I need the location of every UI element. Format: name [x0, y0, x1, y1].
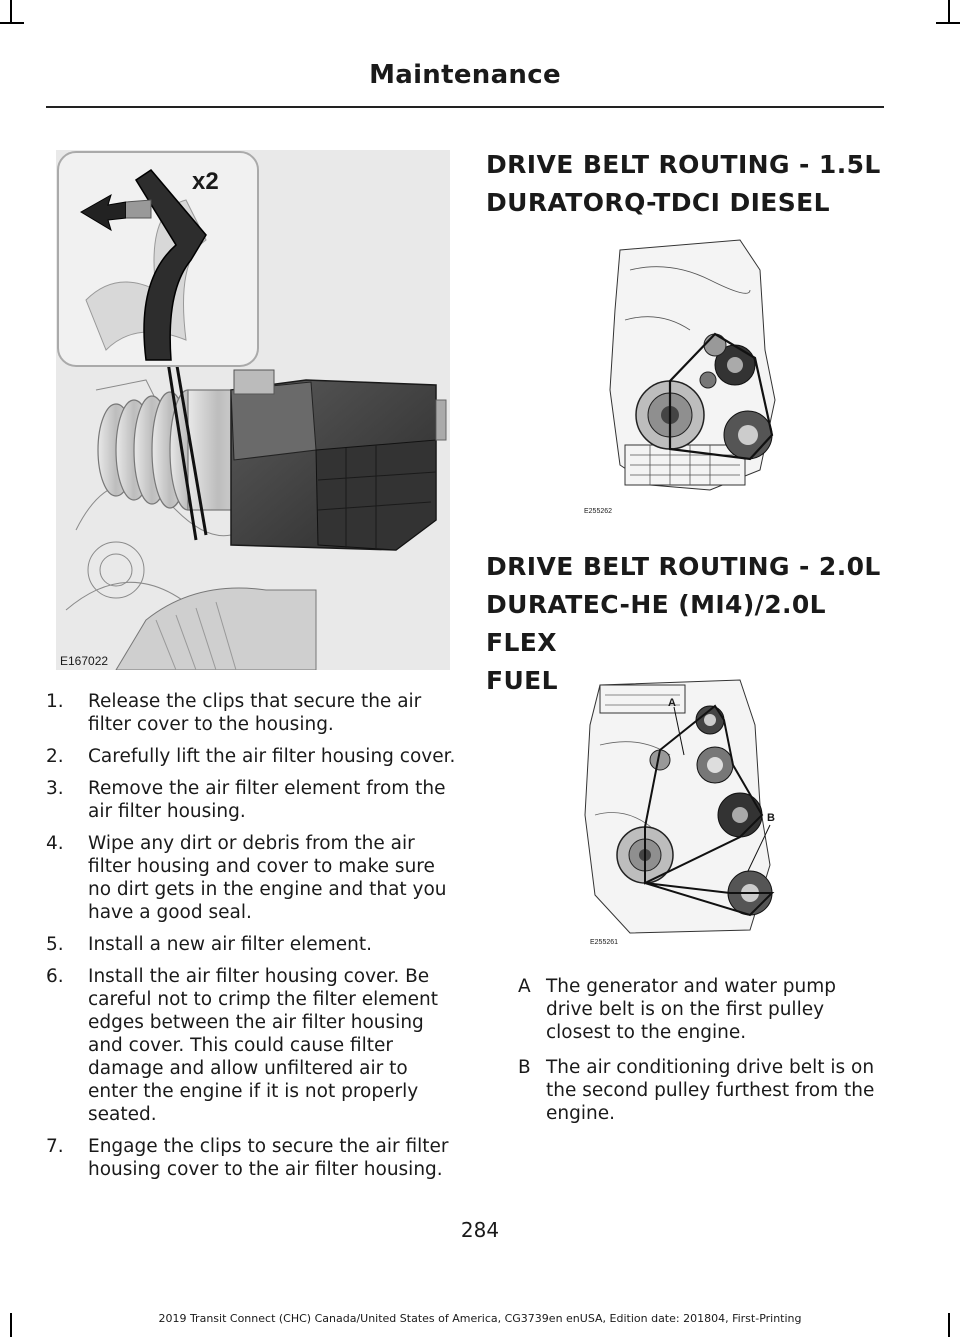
page-title: Maintenance — [369, 60, 561, 90]
crop-mark — [10, 0, 12, 24]
figure-legend: A The generator and water pump drive bel… — [486, 975, 886, 1137]
list-item: 2. Carefully lift the air filter housing… — [46, 745, 458, 768]
legend-text: The generator and water pump drive belt … — [546, 976, 837, 1043]
figure-badge: x2 — [192, 168, 219, 195]
step-number: 3. — [46, 778, 64, 799]
step-number: 5. — [46, 934, 64, 955]
step-text: Engage the clips to secure the air filte… — [88, 1136, 449, 1180]
list-item: 4. Wipe any dirt or debris from the air … — [46, 832, 458, 924]
list-item: 3. Remove the air filter element from th… — [46, 777, 458, 823]
legend-key: A — [518, 976, 531, 997]
footer-text: 2019 Transit Connect (CHC) Canada/United… — [158, 1312, 802, 1325]
list-item: 6. Install the air filter housing cover.… — [46, 965, 458, 1126]
section-heading-line: DRIVE BELT ROUTING - 1.5L — [486, 150, 881, 179]
air-filter-figure: x2 E167022 — [56, 150, 450, 670]
header-divider — [46, 106, 884, 108]
step-text: Install a new air filter element. — [88, 934, 372, 955]
list-item: 1. Release the clips that secure the air… — [46, 690, 458, 736]
legend-key: B — [518, 1057, 531, 1078]
section-heading: DRIVE BELT ROUTING - 1.5L DURATORQ-TDCI … — [486, 146, 886, 222]
engine-diagram-diesel: E255262 — [584, 230, 780, 520]
page-number: 284 — [460, 1218, 500, 1242]
section-heading-line: DURATEC-HE (MI4)/2.0L FLEX — [486, 590, 827, 657]
callout-label-b: B — [767, 812, 775, 824]
step-number: 7. — [46, 1136, 64, 1157]
crop-mark — [948, 1313, 950, 1337]
section-heading-line: DURATORQ-TDCI DIESEL — [486, 188, 830, 217]
crop-mark — [0, 22, 24, 24]
crop-mark — [936, 22, 960, 24]
legend-item: B The air conditioning drive belt is on … — [486, 1056, 886, 1125]
crop-mark — [948, 0, 950, 24]
figure-code: E255261 — [590, 939, 619, 946]
instruction-list: 1. Release the clips that secure the air… — [46, 690, 458, 1190]
step-number: 6. — [46, 966, 64, 987]
step-number: 2. — [46, 746, 64, 767]
list-item: 7. Engage the clips to secure the air fi… — [46, 1135, 458, 1181]
step-number: 4. — [46, 833, 64, 854]
step-number: 1. — [46, 691, 64, 712]
step-text: Carefully lift the air filter housing co… — [88, 746, 456, 767]
step-text: Install the air filter housing cover. Be… — [88, 966, 438, 1125]
section-heading-line: DRIVE BELT ROUTING - 2.0L — [486, 552, 881, 581]
legend-text: The air conditioning drive belt is on th… — [546, 1057, 875, 1124]
section-heading: DRIVE BELT ROUTING - 2.0L DURATEC-HE (MI… — [486, 548, 886, 700]
callout-label-a: A — [668, 697, 676, 709]
legend-item: A The generator and water pump drive bel… — [486, 975, 886, 1044]
figure-code: E255262 — [584, 508, 613, 515]
figure-code: E167022 — [60, 654, 109, 668]
step-text: Wipe any dirt or debris from the air fil… — [88, 833, 447, 923]
engine-diagram-petrol: A B E255261 — [570, 665, 790, 950]
section-heading-line: FUEL — [486, 666, 558, 695]
crop-mark — [10, 1313, 12, 1337]
list-item: 5. Install a new air filter element. — [46, 933, 458, 956]
step-text: Remove the air filter element from the a… — [88, 778, 446, 822]
step-text: Release the clips that secure the air fi… — [88, 691, 422, 735]
